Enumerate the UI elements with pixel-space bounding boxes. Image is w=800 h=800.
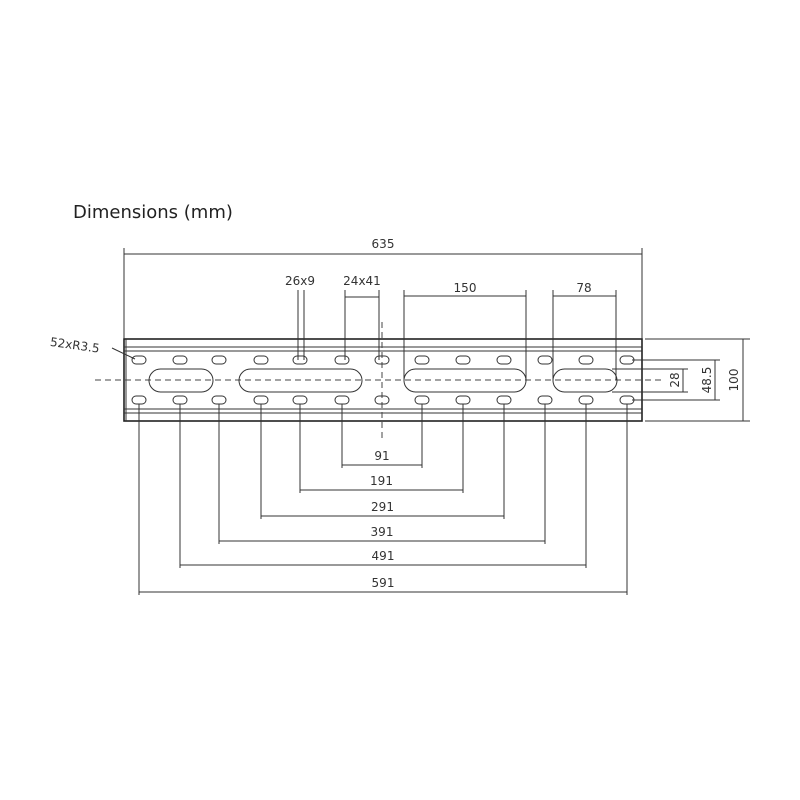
mounting-hole <box>537 355 553 365</box>
mounting-hole <box>455 395 471 405</box>
dim-28: 28 <box>612 368 688 393</box>
dim-label: 91 <box>374 449 389 463</box>
slot <box>148 368 214 393</box>
dim-label: 191 <box>370 474 393 488</box>
dim-label: 291 <box>371 500 394 514</box>
mounting-holes <box>131 355 635 405</box>
dim-label: 635 <box>372 237 395 251</box>
mounting-hole <box>578 395 594 405</box>
dim-label: 591 <box>372 576 395 590</box>
dim-48-5: 48.5 <box>632 359 720 401</box>
dim-label: 26x9 <box>285 274 315 288</box>
dim-label: 391 <box>371 525 394 539</box>
dim-label: 150 <box>454 281 477 295</box>
bottom-dimensions: 91 191 291 391 491 591 <box>138 404 628 595</box>
mounting-hole <box>455 355 471 365</box>
dim-78: 78 <box>552 281 617 380</box>
dim-label: 78 <box>576 281 591 295</box>
slots <box>148 368 618 393</box>
mounting-hole <box>172 355 188 365</box>
mounting-hole <box>334 395 350 405</box>
mounting-hole <box>253 355 269 365</box>
mounting-hole <box>619 355 635 365</box>
mounting-hole <box>414 355 430 365</box>
dim-491: 491 <box>179 404 587 568</box>
mounting-hole <box>172 395 188 405</box>
slot <box>552 368 618 393</box>
mounting-hole <box>334 355 350 365</box>
mounting-hole <box>292 395 308 405</box>
dim-100: 100 <box>645 338 750 422</box>
slot <box>403 368 527 393</box>
dim-label: 52xR3.5 <box>49 335 100 356</box>
rail-body <box>123 338 643 422</box>
dim-label: 24x41 <box>343 274 381 288</box>
mounting-hole <box>537 395 553 405</box>
hole-callout: 52xR3.5 <box>49 335 136 360</box>
mounting-hole <box>414 395 430 405</box>
dim-391: 391 <box>218 404 546 544</box>
mounting-hole <box>292 355 308 365</box>
dim-label: 48.5 <box>700 367 714 394</box>
mounting-hole <box>131 355 147 365</box>
dim-591: 591 <box>138 404 628 595</box>
dim-291: 291 <box>260 404 505 519</box>
slot <box>238 368 363 393</box>
mounting-hole <box>211 355 227 365</box>
dim-label: 100 <box>727 369 741 392</box>
dim-label: 491 <box>372 549 395 563</box>
mounting-hole <box>211 395 227 405</box>
dim-635: 635 <box>123 237 643 339</box>
dim-24x41: 24x41 <box>343 274 381 360</box>
mounting-hole <box>374 395 390 405</box>
dim-26x9: 26x9 <box>285 274 315 360</box>
dim-label: 28 <box>668 372 682 387</box>
mounting-hole <box>253 395 269 405</box>
mounting-hole <box>578 355 594 365</box>
mounting-hole <box>374 355 390 365</box>
mounting-hole <box>619 395 635 405</box>
diagram-title: Dimensions (mm) <box>73 202 233 223</box>
dim-150: 150 <box>403 281 527 380</box>
mounting-hole <box>496 355 512 365</box>
dim-91: 91 <box>341 404 423 468</box>
dim-191: 191 <box>299 404 464 493</box>
mounting-hole <box>131 395 147 405</box>
mounting-hole <box>496 395 512 405</box>
